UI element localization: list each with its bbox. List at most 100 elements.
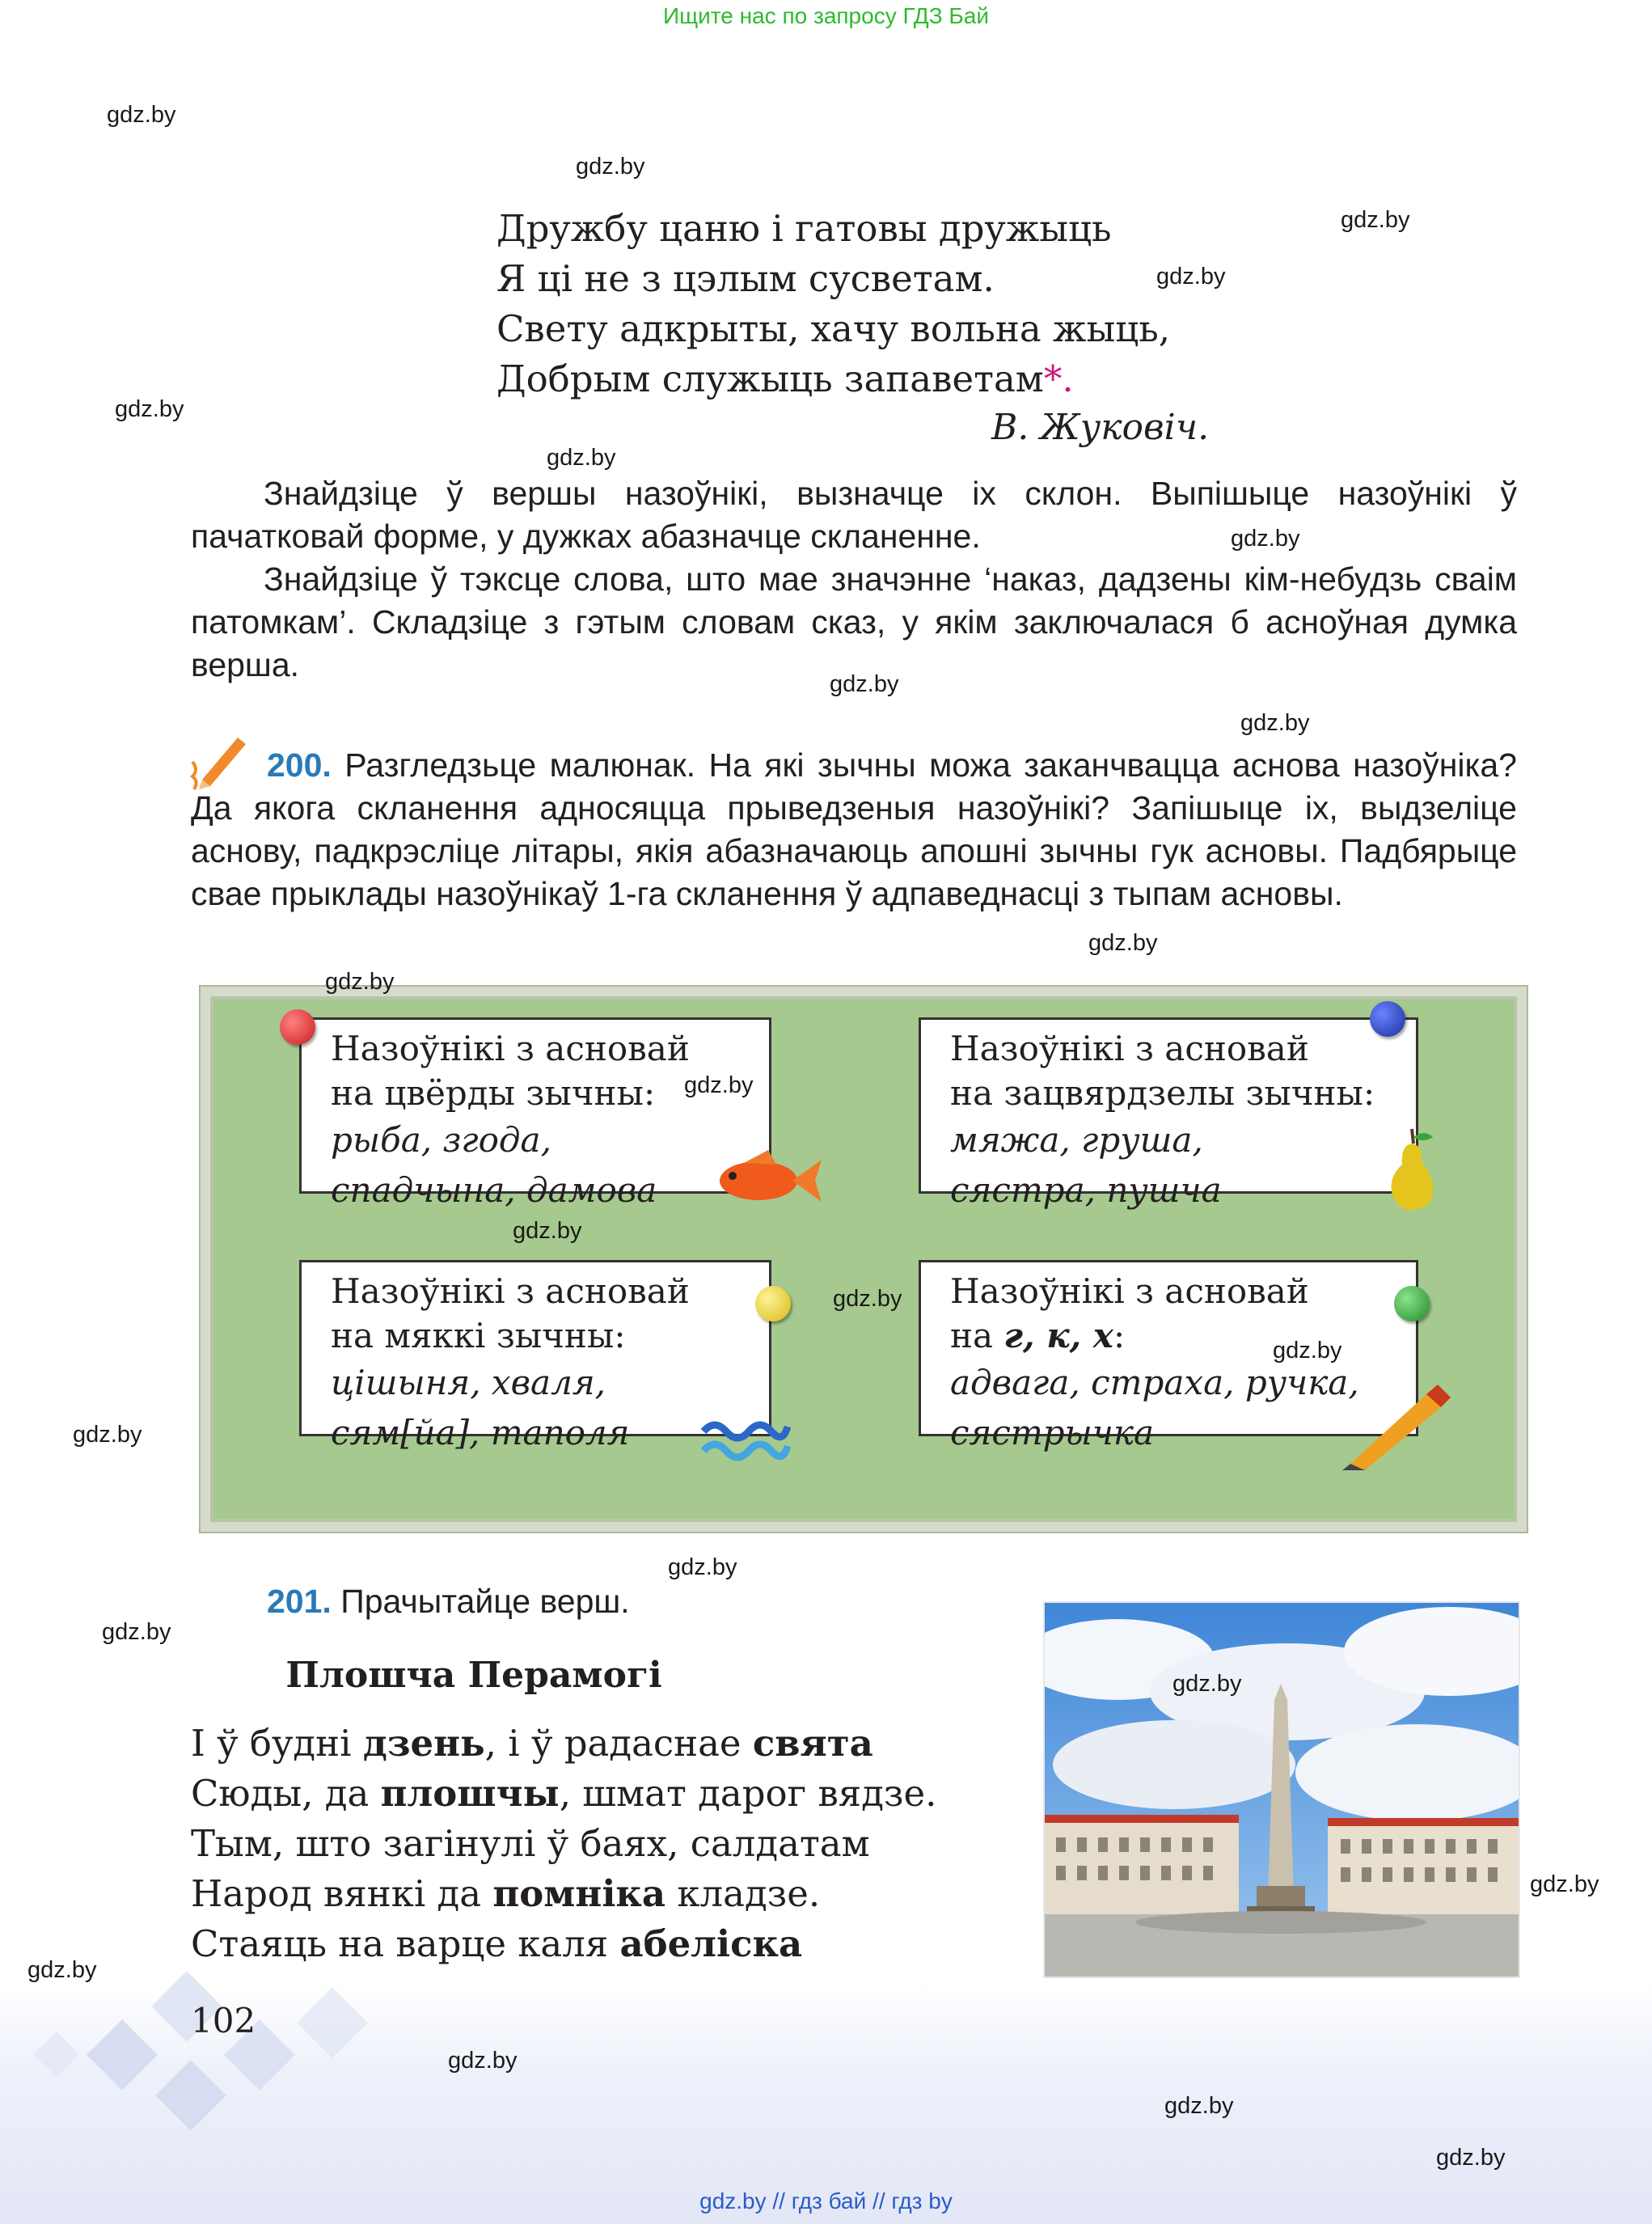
example-word: таполя	[490, 1413, 630, 1452]
example-word: сям[йа]	[331, 1413, 470, 1452]
example-word: дамова	[526, 1170, 657, 1210]
poem-line: Свету адкрыты, хачу вольна жыць,	[496, 307, 1171, 350]
footer-background	[0, 1985, 1652, 2224]
poem-keyword: свята	[752, 1722, 873, 1765]
exercise-201: 201. Прачытайце верш.	[191, 1580, 999, 1623]
poem-author: В. Жуковіч.	[991, 407, 1210, 448]
blue-pin	[1370, 1001, 1405, 1037]
watermark: gdz.by	[1156, 264, 1226, 290]
card-heading-letters: г, к, х	[1003, 1316, 1113, 1355]
poem-line: Тым, што загінулі ў баях, салдатам	[191, 1819, 936, 1869]
poem-line: Дружбу цаню і гатовы дружыць	[496, 207, 1112, 250]
card-heading: на цвёрды зычны:	[331, 1073, 656, 1113]
card-g-k-x-consonant: Назоўнікі з асновай на г, к, х: адвага, …	[919, 1260, 1418, 1452]
pen-icon	[1339, 1375, 1452, 1472]
pear-icon	[1383, 1126, 1439, 1215]
poem-text: Тым, што загінулі ў баях, салдатам	[191, 1822, 870, 1865]
example-word: мяжа	[950, 1120, 1060, 1160]
example-word: груша	[1081, 1120, 1193, 1160]
card-heading: на г, к, х:	[950, 1313, 1387, 1358]
example-word: рыба	[331, 1120, 421, 1160]
fish-icon	[712, 1147, 825, 1211]
poem-keyword: абеліска	[619, 1922, 803, 1965]
card-hard-consonant: Назоўнікі з асновай на цвёрды зычны: рыб…	[299, 1017, 771, 1210]
yellow-pin	[755, 1286, 791, 1321]
poem-title: Плошча Перамогі	[285, 1655, 662, 1696]
poem-keyword: плошчы	[380, 1772, 560, 1815]
poem-text: Народ вянкі да	[191, 1872, 493, 1915]
watermark: gdz.by	[27, 1957, 97, 1983]
poem-line: І ў будні дзень, і ў радаснае свята	[191, 1719, 936, 1769]
card-examples: рыба, згода,	[331, 1120, 551, 1160]
watermark: gdz.by	[684, 1072, 754, 1098]
watermark: gdz.by	[668, 1554, 737, 1580]
exercise-200-paragraph: 200. Разгледзьце малюнак. На які зычны м…	[191, 744, 1517, 915]
example-word: сястрычка	[950, 1413, 1155, 1452]
watermark: gdz.by	[107, 102, 176, 128]
poem-line: Сюды, да плошчы, шмат дарог вядзе.	[191, 1769, 936, 1819]
poem-1: Дружбу цаню і гатовы дружыць Я ці не з ц…	[496, 204, 1170, 404]
example-word: пушча	[1106, 1170, 1222, 1210]
example-word: ручка	[1244, 1363, 1349, 1402]
watermark: gdz.by	[1273, 1338, 1342, 1364]
card-examples: мяжа, груша,	[950, 1120, 1203, 1160]
poem-text: , шмат дарог вядзе.	[559, 1772, 937, 1815]
poem-line: Я ці не з цэлым сусветам.	[496, 257, 995, 300]
card-examples: сястра, пушча	[950, 1170, 1222, 1210]
watermark: gdz.by	[1088, 930, 1158, 956]
task-paragraph-1: Знайдзіце ў вершы назоўнікі, вызначце іх…	[191, 475, 1517, 555]
watermark: gdz.by	[1172, 1671, 1242, 1697]
example-word: хваля	[491, 1363, 595, 1402]
card-examples: спадчына, дамова	[331, 1170, 657, 1210]
card-heading: Назоўнікі з асновай	[950, 1271, 1309, 1311]
card-examples: сястрычка	[950, 1408, 1387, 1458]
task-text: Знайдзіце ў вершы назоўнікі, вызначце іх…	[191, 472, 1517, 687]
example-word: сястра	[950, 1170, 1085, 1210]
example-word: згода	[442, 1120, 541, 1160]
writing-icon	[188, 729, 252, 794]
card-heading-text: :	[1113, 1316, 1126, 1355]
card-soft-consonant: Назоўнікі з асновай на мяккі зычны: цішы…	[299, 1260, 771, 1452]
poem-keyword: дзень	[362, 1722, 485, 1765]
task-paragraph-2: Знайдзіце ў тэксце слова, што мае значэн…	[191, 560, 1517, 683]
card-heading: Назоўнікі з асновай	[950, 1029, 1309, 1068]
red-pin	[280, 1009, 315, 1045]
watermark: gdz.by	[1164, 2093, 1234, 2119]
exercise-number: 200.	[267, 746, 332, 784]
watermark: gdz.by	[1341, 207, 1410, 233]
poem-line: Добрым служыць запаветам*.	[496, 354, 1170, 404]
poem-text: кладзе.	[665, 1872, 821, 1915]
watermark: gdz.by	[833, 1286, 902, 1312]
poem-keyword: помніка	[492, 1872, 666, 1915]
watermark: gdz.by	[1436, 2145, 1506, 2171]
watermark: gdz.by	[102, 1619, 171, 1645]
card-examples: сям[йа], таполя	[331, 1413, 630, 1452]
poem-text: Сюды, да	[191, 1772, 381, 1815]
watermark: gdz.by	[115, 396, 184, 422]
watermark: gdz.by	[1231, 526, 1300, 552]
watermark: gdz.by	[448, 2048, 518, 2074]
top-banner[interactable]: Ищите нас по запросу ГДЗ Бай	[662, 3, 990, 28]
poem-text: Стаяць на варце каля	[191, 1922, 620, 1965]
waves-icon	[700, 1415, 792, 1469]
page-number: 102	[191, 2001, 256, 2040]
exercise-number: 201.	[267, 1583, 332, 1620]
poem-line: Народ вянкі да помніка кладзе.	[191, 1869, 936, 1919]
watermark: gdz.by	[1240, 710, 1310, 736]
watermark: gdz.by	[576, 154, 645, 180]
poem-line-text: Добрым служыць запаветам	[496, 357, 1044, 400]
exercise-200: 200. Разгледзьце малюнак. На які зычны м…	[191, 744, 1517, 915]
card-examples: цішыня, хваля,	[331, 1363, 606, 1402]
exercise-201-paragraph: 201. Прачытайце верш.	[191, 1580, 999, 1623]
example-word: цішыня	[331, 1363, 471, 1402]
watermark: gdz.by	[830, 671, 899, 697]
poem-2: І ў будні дзень, і ў радаснае свята Сюды…	[191, 1719, 936, 1969]
watermark: gdz.by	[1530, 1871, 1599, 1897]
card-examples: адвага, страха, ручка,	[950, 1363, 1359, 1402]
victory-square-photo	[1043, 1601, 1520, 1978]
bottom-banner[interactable]: gdz.by // гдз бай // гдз by	[699, 2188, 953, 2213]
card-hardened-consonant: Назоўнікі з асновай на зацвярдзелы зычны…	[919, 1017, 1418, 1210]
green-pin	[1394, 1286, 1430, 1321]
watermark: gdz.by	[73, 1422, 142, 1448]
example-word: адвага	[950, 1363, 1070, 1402]
